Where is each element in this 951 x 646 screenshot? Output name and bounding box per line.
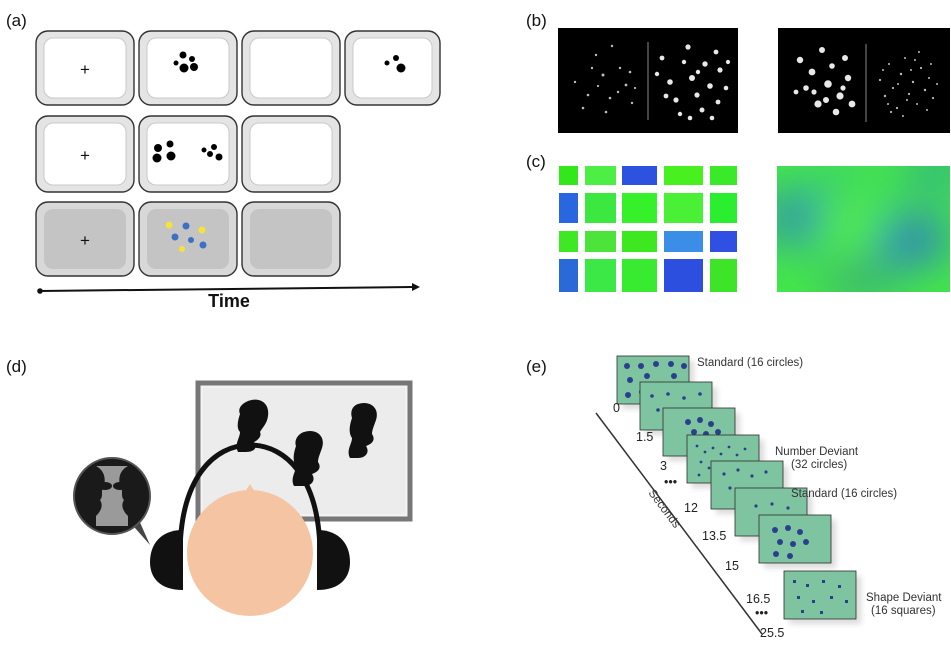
annotation-standard-2: Standard (16 circles) — [791, 488, 897, 500]
stim-card-r1-dots-2 — [344, 30, 441, 106]
annotation-shape-deviant-2: (16 squares) — [871, 605, 936, 617]
timepoint-label: 15 — [725, 559, 739, 573]
headphone-band — [177, 442, 323, 556]
ellipsis: ••• — [664, 475, 677, 489]
stim-card-r1-dots — [138, 30, 238, 106]
panel-d-label: (d) — [6, 357, 27, 376]
fixation-cross: + — [80, 231, 90, 250]
headphone-left-cup — [150, 530, 183, 590]
timepoint-label: 1.5 — [636, 430, 653, 444]
silhouette-head-1 — [236, 399, 269, 452]
fixation-cross: + — [80, 60, 90, 79]
stim-card-r3-fixation: + — [35, 201, 135, 277]
annotation-number-deviant-1: Number Deviant — [775, 446, 859, 458]
headphone-right-cup — [317, 530, 350, 590]
face — [187, 490, 313, 616]
annotation-number-deviant-2: (32 circles) — [791, 459, 847, 471]
silhouette-display — [195, 380, 413, 522]
dot-array-right — [778, 28, 950, 133]
listener-head — [150, 442, 350, 616]
timepoint-label: 0 — [613, 401, 620, 415]
timepoint-label: 25.5 — [760, 626, 784, 640]
silhouette-head-2 — [348, 402, 377, 458]
annotation-standard-1: Standard (16 circles) — [697, 357, 803, 369]
stim-card-r1-fixation: + — [35, 30, 135, 106]
stim-card-r2-two-sets — [138, 115, 238, 193]
seconds-axis-label: Seconds — [646, 488, 683, 531]
color-grid — [559, 166, 737, 292]
face-vase-bubble — [73, 457, 151, 545]
timepoint-label: 16.5 — [746, 592, 770, 606]
slide-8-shape-deviant — [783, 570, 861, 624]
ellipsis: ••• — [755, 606, 768, 620]
panel-e-label: (e) — [526, 357, 547, 376]
fixation-cross: + — [80, 146, 90, 165]
panel-a-trial-rows: + + — [35, 30, 441, 277]
stim-card-r3-colored-dots — [138, 201, 238, 277]
stim-card-r3-blank — [241, 201, 341, 277]
timepoint-label: 13.5 — [702, 529, 726, 543]
panel-c-label: (c) — [526, 152, 546, 171]
time-axis-label: Time — [208, 291, 250, 311]
stim-card-r1-blank — [241, 30, 341, 106]
annotation-shape-deviant-1: Shape Deviant — [866, 592, 942, 604]
panel-b-label: (b) — [526, 11, 547, 30]
timepoint-label: 3 — [660, 459, 667, 473]
time-axis — [37, 283, 420, 294]
panel-a-label: (a) — [6, 11, 27, 30]
blurred-color-field — [777, 166, 950, 292]
stim-card-r2-fixation: + — [35, 115, 135, 193]
timepoint-label: 12 — [684, 501, 698, 515]
nose — [245, 484, 255, 492]
dot-array-left — [558, 28, 738, 133]
stim-card-r2-blank — [241, 115, 341, 193]
seconds-axis — [595, 412, 763, 635]
slide-7 — [758, 514, 836, 568]
